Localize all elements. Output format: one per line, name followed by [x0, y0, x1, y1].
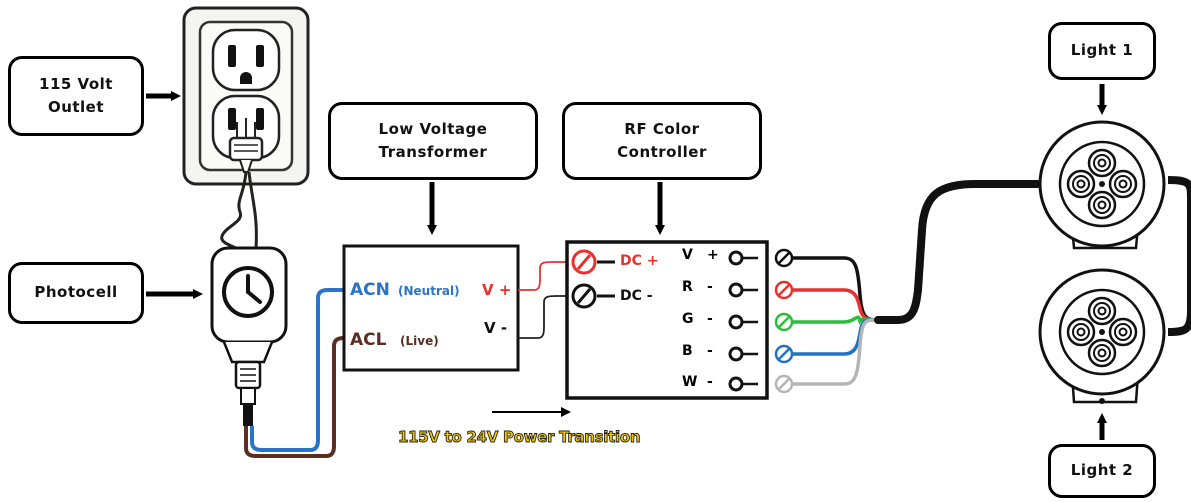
negative-wire	[518, 295, 574, 339]
power-plug-icon	[228, 118, 264, 173]
live-wire	[244, 336, 346, 458]
controller-label-box: RF Color Controller	[562, 102, 762, 180]
photocell-label-box: Photocell	[8, 262, 144, 324]
light-1-label-box: Light 1	[1048, 22, 1156, 80]
neutral-note: (Neutral)	[398, 284, 460, 298]
output-sign: -	[707, 311, 713, 327]
timer-icon	[210, 246, 288, 426]
acl-terminal-label: ACL	[350, 330, 387, 350]
output-terminal-w	[728, 318, 879, 394]
light-2-label-box: Light 2	[1048, 444, 1156, 498]
output-sign: -	[707, 279, 713, 295]
light-link-cable	[1167, 176, 1191, 336]
output-letter: G	[682, 311, 694, 327]
vminus-terminal-label: V -	[484, 319, 508, 337]
spotlight-2-icon	[1038, 268, 1166, 404]
live-note: (Live)	[400, 334, 439, 348]
wall-outlet-icon	[182, 6, 310, 186]
led-cluster-2	[1066, 296, 1138, 368]
dcplus-label: DC +	[620, 253, 659, 269]
output-sign: -	[707, 343, 713, 359]
dcminus-label: DC -	[620, 288, 653, 304]
led-cluster-1	[1066, 148, 1138, 220]
dc-plus-terminal-icon	[571, 249, 615, 275]
transformer-label-box: Low Voltage Transformer	[328, 102, 538, 180]
flow-arrows	[146, 84, 1107, 440]
vplus-terminal-label: V +	[482, 281, 512, 299]
output-wire-w	[792, 318, 879, 386]
neutral-wire	[250, 288, 346, 452]
power-transition-caption: 115V to 24V Power Transition	[398, 428, 641, 447]
output-letter: W	[682, 374, 698, 390]
output-sign: -	[707, 374, 713, 390]
outlet-label-box: 115 Volt Outlet	[8, 56, 144, 136]
output-sign: +	[707, 247, 719, 263]
output-letter: R	[682, 279, 693, 295]
transformer-box	[342, 244, 520, 372]
dc-minus-terminal-icon	[571, 283, 615, 309]
output-wire-r	[792, 288, 879, 322]
output-letter: V	[682, 247, 693, 263]
trunk-cable	[874, 180, 1048, 324]
acn-terminal-label: ACN	[350, 280, 390, 300]
positive-wire	[518, 261, 574, 291]
output-letter: B	[682, 343, 693, 359]
